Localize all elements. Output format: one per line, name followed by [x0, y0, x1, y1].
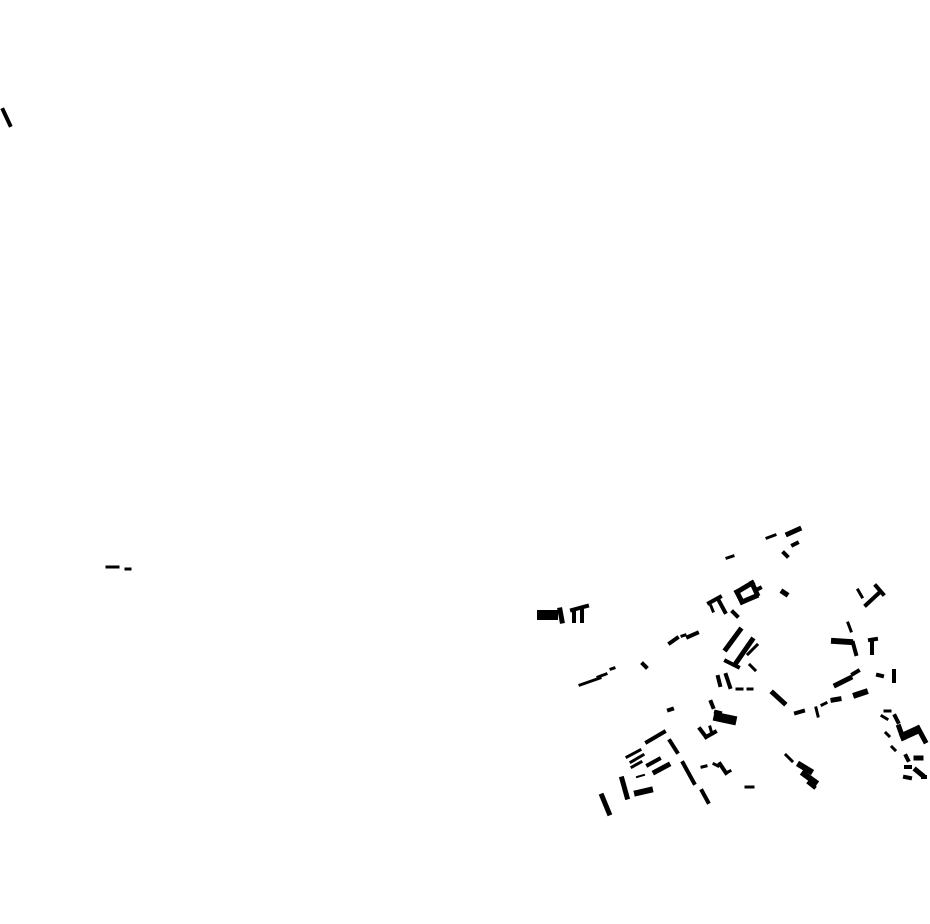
building-footprint [708, 725, 714, 736]
building-footprint [680, 633, 687, 638]
building-footprint [629, 759, 644, 770]
building-footprint [730, 609, 740, 619]
building-footprint [879, 713, 890, 722]
building-footprint [769, 689, 788, 707]
building-footprint [781, 550, 790, 559]
building-footprint [722, 626, 744, 653]
building-footprint [633, 786, 654, 797]
building-footprint [667, 738, 680, 755]
building-footprint [738, 592, 760, 606]
building-footprint [852, 688, 869, 699]
building-footprint [609, 666, 616, 671]
building-footprint [892, 713, 901, 725]
building-footprint [732, 636, 756, 667]
building-footprint [765, 533, 777, 540]
building-footprint [715, 674, 723, 688]
building-footprint [830, 637, 854, 646]
building-footprint [578, 676, 602, 687]
building-footprint [596, 672, 608, 679]
building-footprint [0, 107, 13, 128]
building-footprint [618, 775, 631, 801]
building-footprint [723, 672, 733, 690]
building-footprint [790, 540, 800, 548]
building-footprint [644, 729, 667, 745]
building-footprint [795, 760, 815, 776]
building-footprint [709, 604, 715, 613]
building-footprint [635, 773, 646, 779]
building-footprint [875, 672, 885, 679]
building-footprint [624, 747, 643, 760]
building-footprint [723, 768, 733, 776]
building-footprint [846, 621, 853, 633]
building-footprint [850, 668, 861, 677]
building-footprint [708, 699, 716, 710]
building-footprint [628, 752, 646, 765]
building-footprint [712, 711, 738, 726]
building-footprint [640, 661, 649, 670]
building-footprint [903, 753, 911, 763]
building-footprint [598, 792, 613, 817]
building-footprint [711, 761, 721, 769]
building-footprint [733, 579, 756, 596]
building-footprint [902, 774, 913, 781]
building-footprint [889, 744, 898, 753]
building-footprint [855, 587, 865, 600]
building-footprint [784, 525, 803, 538]
building-footprint [793, 708, 806, 716]
building-footprint [557, 607, 565, 624]
building-footprint [883, 730, 892, 739]
building-footprint [753, 585, 763, 593]
building-footprint [703, 729, 718, 740]
building-footprint [898, 724, 923, 742]
building-footprint [832, 674, 854, 689]
building-footprint [806, 780, 817, 790]
building-footprint [723, 658, 741, 670]
building-footprint [819, 700, 829, 708]
building-footprint [830, 696, 842, 703]
building-footprint [717, 761, 729, 776]
building-footprint [814, 706, 820, 718]
building-footprint [747, 662, 758, 673]
building-footprint [873, 583, 886, 597]
building-footprint [666, 706, 675, 713]
building-footprint [700, 764, 708, 769]
building-footprint [779, 588, 790, 598]
building-footprint [863, 589, 883, 608]
building-footprint [748, 579, 761, 598]
building-footprint [914, 724, 929, 745]
building-footprint [715, 596, 728, 615]
building-footprint [745, 642, 760, 657]
building-footprint [667, 635, 680, 646]
building-footprint [699, 788, 711, 805]
building-footprint [799, 769, 820, 787]
building-footprint [850, 640, 859, 657]
building-footprint [725, 554, 735, 560]
building-footprint [651, 761, 672, 776]
building-footprint [783, 752, 795, 764]
building-footprint [912, 766, 926, 779]
building-footprint [685, 630, 700, 640]
building-footprint [680, 760, 697, 786]
building-footprint [645, 756, 662, 768]
